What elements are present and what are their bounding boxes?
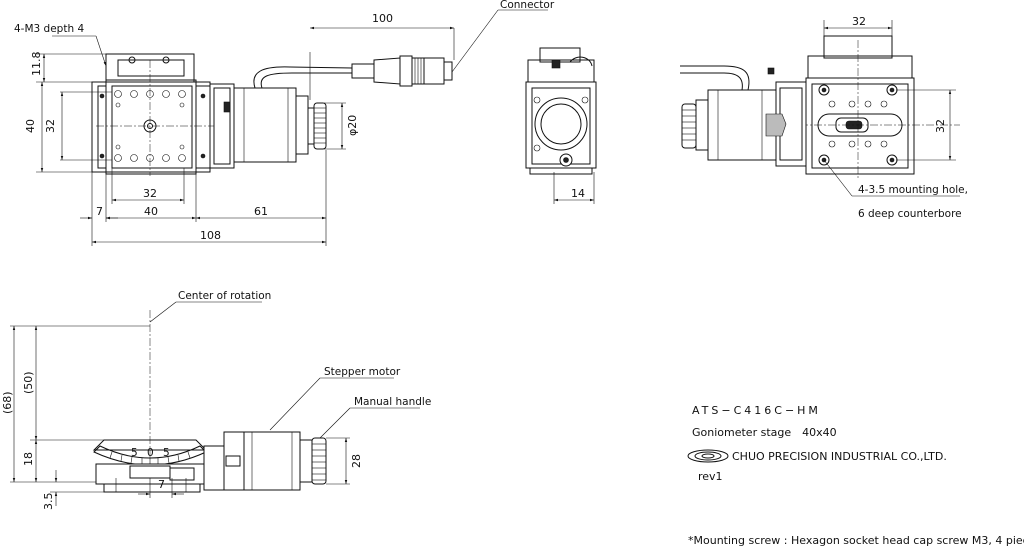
revision: rev1 (698, 470, 723, 483)
top-view: 100 Connector 4-M3 depth 4 11.8 40 32 φ2… (14, 0, 555, 246)
dim-68: (68) (1, 391, 14, 414)
thread-callout: 4-M3 depth 4 (14, 23, 84, 35)
dim-61: 61 (254, 205, 268, 218)
dim-32-v: 32 (44, 119, 57, 133)
dim-108: 108 (200, 229, 221, 242)
dim-32-h: 32 (143, 187, 157, 200)
dim-50: (50) (22, 371, 35, 394)
dim-14: 14 (571, 187, 585, 200)
manual-handle-callout: Manual handle (354, 396, 431, 408)
dim-18: 18 (22, 452, 35, 466)
dim-11-8: 11.8 (30, 52, 43, 77)
scale-5-left: 5 (131, 447, 138, 459)
dim-28: 28 (350, 454, 363, 468)
product-description: Goniometer stage 40x40 (692, 426, 837, 439)
bottom-view: 32 32 4-3.5 mounting hole, 6 deep counte… (680, 15, 968, 220)
dim-100: 100 (372, 12, 393, 25)
dim-phi20: φ20 (346, 115, 359, 136)
connector-callout: Connector (500, 0, 555, 11)
dim-7-side: 7 (158, 478, 165, 491)
title-block: ATS−C416C−HM Goniometer stage 40x40 CHUO… (687, 404, 1024, 547)
dim-7-top: 7 (96, 205, 103, 218)
dim-40-v: 40 (24, 119, 37, 133)
mounting-hole-note-1: 4-3.5 mounting hole, (858, 184, 968, 196)
dim-40-h: 40 (144, 205, 158, 218)
company-name: CHUO PRECISION INDUSTRIAL CO.,LTD. (732, 450, 947, 463)
stepper-motor-callout: Stepper motor (324, 366, 401, 378)
mounting-screw-footnote: *Mounting screw : Hexagon socket head ca… (688, 534, 1024, 547)
mounting-hole-note-2: 6 deep counterbore (858, 208, 962, 220)
scale-5-right: 5 (163, 447, 170, 459)
dim-32-bottom-top: 32 (852, 15, 866, 28)
dim-32-bottom-side: 32 (934, 119, 947, 133)
scale-0: 0 (147, 447, 154, 459)
side-view: Center of rotation 5 0 5 (1, 290, 431, 510)
center-of-rotation-callout: Center of rotation (178, 290, 271, 302)
company-logo-icon (687, 449, 729, 463)
dim-3-5: 3.5 (42, 493, 55, 511)
end-view: 14 (525, 47, 597, 204)
model-number: ATS−C416C−HM (692, 404, 821, 417)
